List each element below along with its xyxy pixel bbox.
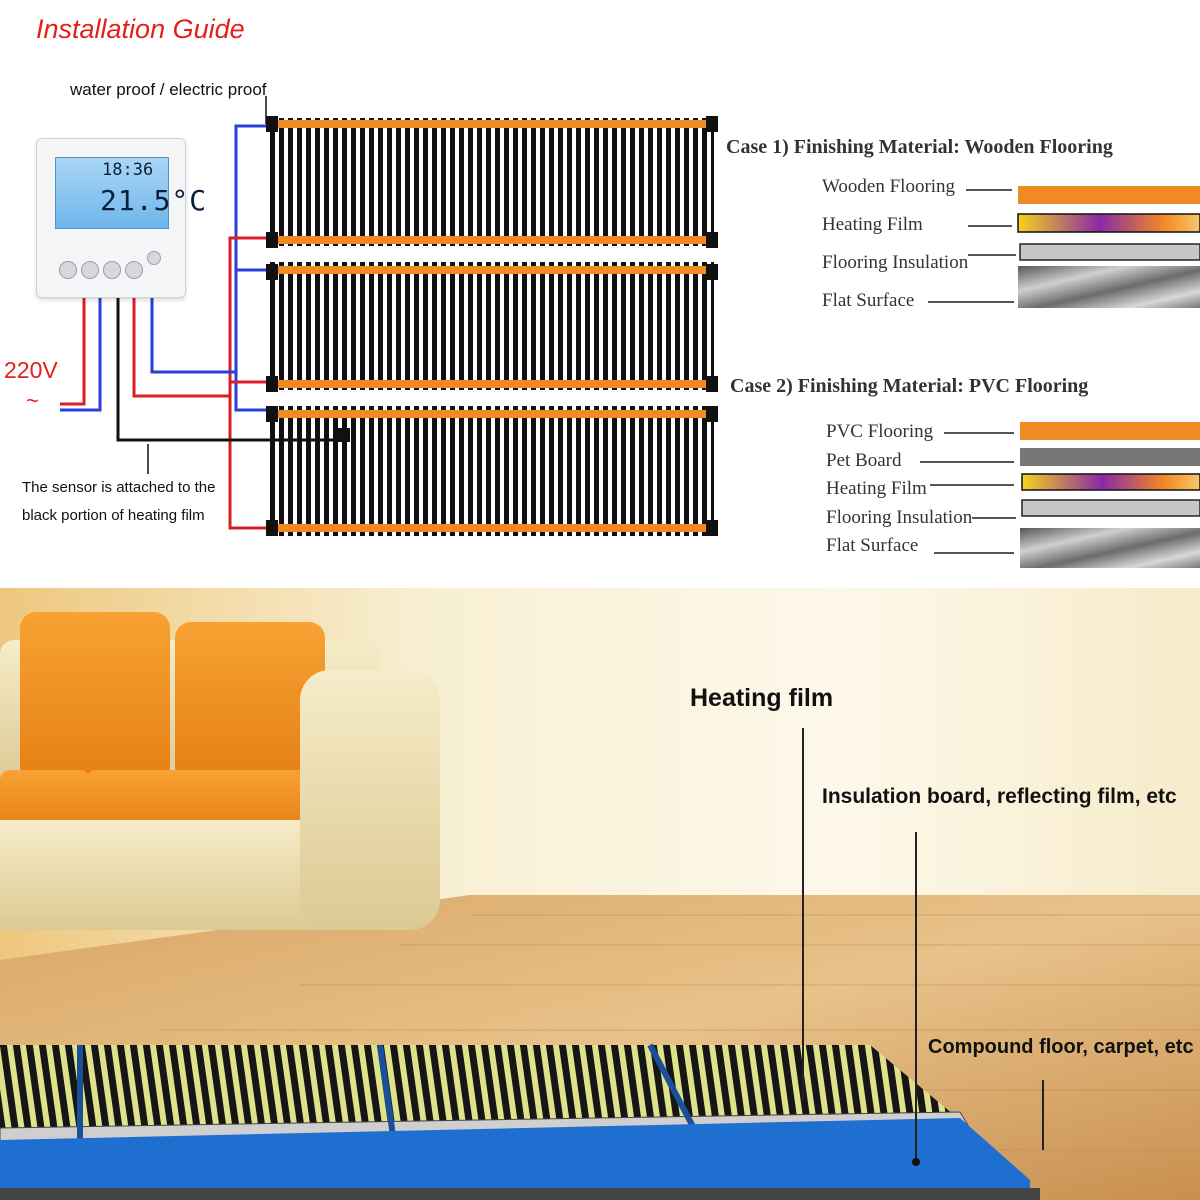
case1-title: Case 1) Finishing Material: Wooden Floor… <box>726 136 1113 158</box>
scene-heating-film-label: Heating film <box>690 684 834 712</box>
case1-layer-label: Wooden Flooring <box>822 176 956 197</box>
case2-layer-label: Pet Board <box>826 450 902 471</box>
case2-layer-label: Flat Surface <box>826 535 919 556</box>
thermostat-button-2[interactable] <box>81 261 99 279</box>
thermostat-display: 18:36 21.5°C <box>55 157 206 229</box>
case2-layer-label: Flooring Insulation <box>826 507 973 528</box>
voltage-label: 220V <box>4 357 58 383</box>
case1-layer-label: Flat Surface <box>822 290 915 311</box>
room-scene <box>0 588 1200 1200</box>
case1-layer-swatches <box>928 186 1200 308</box>
thermostat-button-4[interactable] <box>125 261 143 279</box>
thermostat: 18:36 21.5°C <box>36 138 206 298</box>
case2-layer-label: Heating Film <box>826 478 927 499</box>
heating-film-panel-3 <box>266 406 718 536</box>
display-temperature: 21.5°C <box>100 184 208 217</box>
thermostat-button-5[interactable] <box>147 251 161 265</box>
case1-layer-label: Flooring Insulation <box>822 252 969 273</box>
heating-film-panel-1 <box>266 116 718 248</box>
thermostat-button-1[interactable] <box>59 261 77 279</box>
page-title: Installation Guide <box>36 14 245 44</box>
scene-compound-label: Compound floor, carpet, etc <box>928 1036 1194 1058</box>
heating-film-panel-2 <box>266 262 718 392</box>
wiring <box>60 96 344 530</box>
waterproof-label: water proof / electric proof <box>70 80 267 99</box>
case2-layer-swatches <box>920 422 1200 568</box>
ac-symbol: ~ <box>26 388 39 413</box>
display-time: 18:36 <box>102 160 154 180</box>
case2-layer-label: PVC Flooring <box>826 421 934 442</box>
case2-title: Case 2) Finishing Material: PVC Flooring <box>730 375 1089 397</box>
thermostat-button-3[interactable] <box>103 261 121 279</box>
sensor-note: The sensor is attached to the black port… <box>22 479 216 524</box>
scene-insulation-label: Insulation board, reflecting film, etc <box>822 785 1177 808</box>
case1-layer-label: Heating Film <box>822 214 923 235</box>
